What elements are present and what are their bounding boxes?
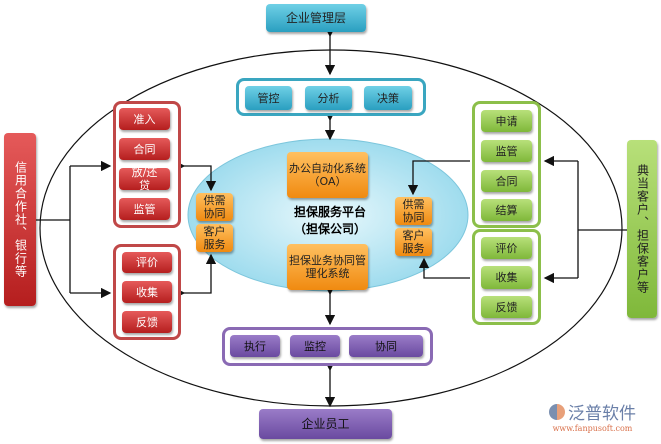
analysis-button: 分析 [305,86,352,110]
left-item: 合同 [119,138,170,160]
right-supply-coordination: 供需协同 [395,197,432,225]
right-customer-service: 客户服务 [395,228,432,256]
left-item: 监管 [119,198,170,220]
business-system-box: 担保业务协同管理化系统 [287,244,368,290]
left-supply-coordination: 供需协同 [196,193,233,221]
left-item: 收集 [122,281,172,303]
right-item: 收集 [481,266,532,289]
left-item: 评价 [122,252,172,273]
logo-icon [549,403,565,420]
right-item: 反馈 [481,296,532,318]
monitor-button: 监控 [290,335,340,357]
platform-subtitle-text: （担保公司） [293,222,366,236]
right-item: 评价 [481,237,532,259]
enterprise-staff-box: 企业员工 [259,409,392,439]
decision-button: 决策 [364,86,412,110]
left-item: 放/还贷 [119,166,170,192]
right-item: 合同 [481,170,532,192]
left-bar-banks: 信用合作社、银行等 [4,133,36,306]
execute-button: 执行 [230,335,280,357]
control-button: 管控 [245,86,292,110]
logo: 泛普软件 www.fanpusoft.com [530,398,655,434]
logo-name: 泛普软件 [568,404,636,424]
right-item: 结算 [481,199,532,221]
platform-title-text: 担保服务平台 [293,205,366,219]
left-item: 反馈 [122,311,172,333]
coordinate-button: 协同 [349,335,423,357]
left-item: 准入 [119,108,170,130]
left-customer-service: 客户服务 [196,224,233,252]
right-item: 申请 [481,110,532,132]
enterprise-management-box: 企业管理层 [266,4,366,32]
oa-system-box: 办公自动化系统（OA） [287,152,368,198]
right-bar-customers: 典当客户、担保客户等 [627,140,657,318]
platform-title: 担保服务平台 （担保公司） [270,204,390,238]
right-item: 监管 [481,140,532,162]
logo-url: www.fanpusoft.com [552,424,633,433]
